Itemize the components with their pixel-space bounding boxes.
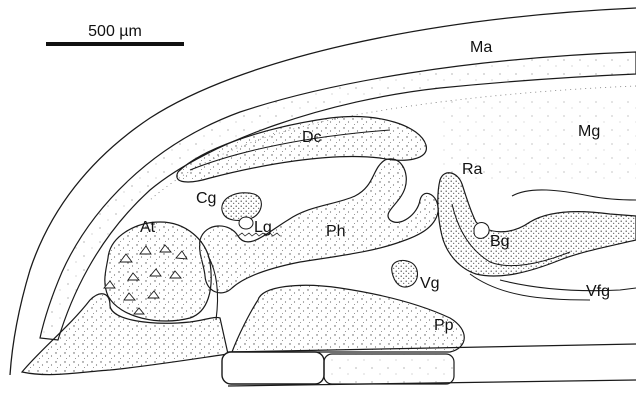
label-bg: Bg [490, 233, 510, 250]
vg-organ [392, 260, 418, 287]
posterior-plate [232, 285, 464, 352]
ra-bg-complex [438, 173, 636, 276]
label-mg: Mg [578, 123, 600, 140]
scale-bar: 500 µm [46, 23, 184, 44]
label-at: At [140, 219, 156, 236]
label-cg: Cg [196, 190, 216, 207]
label-ph: Ph [326, 223, 346, 240]
vfg-fold-line [470, 274, 590, 300]
ventral-pad-2 [324, 354, 454, 384]
label-pp: Pp [434, 317, 454, 334]
cerebral-ganglion [222, 193, 262, 221]
vfg-fold-upper [512, 190, 636, 200]
scale-bar-label: 500 µm [88, 23, 142, 40]
label-vfg: Vfg [586, 283, 610, 300]
lg-organ [239, 217, 253, 229]
bg-organ [474, 223, 489, 239]
label-lg: Lg [254, 219, 272, 236]
label-vg: Vg [420, 275, 440, 292]
label-dc: Dc [302, 129, 322, 146]
ventral-pad [222, 352, 324, 384]
vfg-fold-lower [500, 280, 636, 291]
label-ma: Ma [470, 39, 492, 56]
label-ra: Ra [462, 161, 483, 178]
